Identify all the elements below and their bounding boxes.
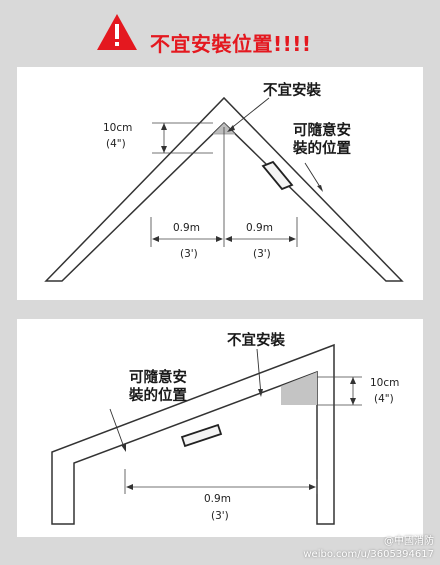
header: 不宜安裝位置!!!! — [0, 0, 440, 62]
label-ok-line2: 裝的位置 — [292, 139, 351, 157]
label-ok-line2: 裝的位置 — [128, 386, 187, 404]
dim-vertical-imperial: (4") — [106, 138, 126, 150]
warning-title: 不宜安裝位置!!!! — [150, 32, 312, 56]
dim-horizontal-label: 0.9m — [204, 493, 231, 505]
label-ok-line1: 可隨意安 — [293, 121, 351, 139]
label-not-suitable: 不宜安裝 — [227, 331, 285, 349]
dim-vertical-label: 10cm — [103, 122, 132, 134]
watermark-handle: @中國消防 — [384, 536, 434, 547]
smoke-detector — [180, 423, 223, 448]
label-not-suitable: 不宜安裝 — [263, 81, 321, 99]
smoke-detector — [261, 160, 294, 191]
label-ok-line1: 可隨意安 — [129, 368, 187, 386]
dim-vertical-label: 10cm — [370, 377, 399, 389]
sloped-roof-diagram: 10cm (4") 0.9m (3') 不宜安裝 可隨意安 裝的位置 — [17, 319, 423, 537]
dim-vertical-imperial: (4") — [374, 393, 394, 405]
dim-horizontal-imperial: (3') — [211, 510, 229, 522]
dim-right-label: 0.9m — [246, 222, 273, 234]
gable-roof-diagram: 10cm (4") 0.9m (3') 0.9m (3') 不宜安裝 可隨意安 … — [17, 67, 423, 300]
watermark-url: weibo.com/u/3605394617 — [303, 549, 434, 560]
dim-left-label: 0.9m — [173, 222, 200, 234]
warning-triangle-icon — [97, 14, 137, 50]
dim-right-imperial: (3') — [253, 248, 271, 260]
gable-roof-slab — [44, 96, 404, 282]
dim-left-imperial: (3') — [180, 248, 198, 260]
sloped-roof-slab — [51, 343, 335, 525]
no-install-zone — [281, 372, 317, 405]
watermark: @中國消防 weibo.com/u/3605394617 — [303, 535, 434, 561]
